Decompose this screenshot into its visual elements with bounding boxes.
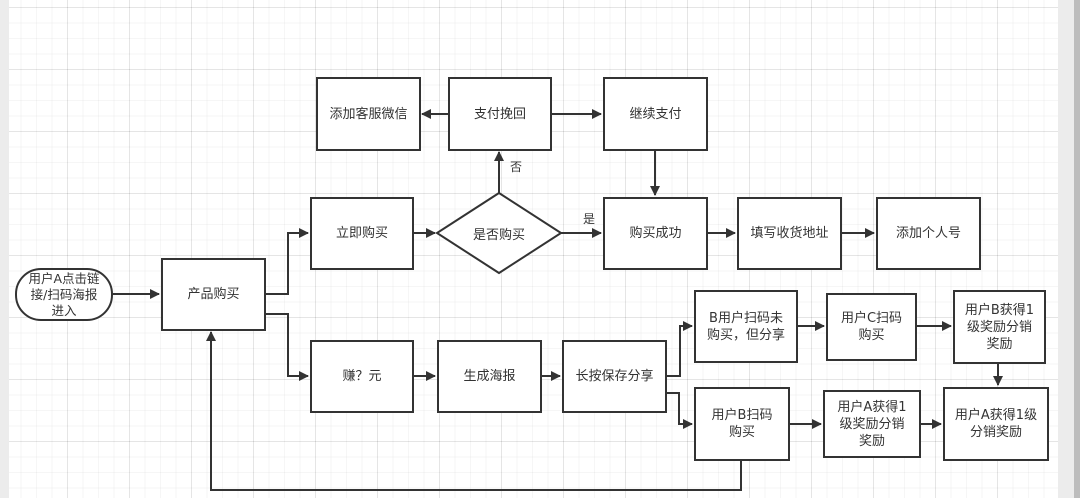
node-long-press-share[interactable]: 长按保存分享: [562, 340, 667, 413]
a-reward-line-2: 级奖励分销: [839, 416, 905, 432]
node-long-press-share-label: 长按保存分享: [575, 369, 654, 384]
node-generate-poster[interactable]: 生成海报: [437, 340, 542, 413]
node-purchase-success[interactable]: 购买成功: [603, 197, 708, 270]
node-add-personal-label: 添加个人号: [895, 226, 961, 241]
node-buy-now[interactable]: 立即购买: [310, 197, 414, 270]
a-reward-line-3: 奖励: [858, 433, 885, 449]
node-c-scan-buy[interactable]: 用户C扫码 购买: [826, 293, 917, 361]
node-a-gets-level1-reward[interactable]: 用户A获得1 级奖励分销 奖励: [823, 390, 921, 458]
edge-label-no: 否: [510, 160, 523, 174]
edge-product-to-earn: [265, 313, 309, 381]
node-buy-now-label: 立即购买: [335, 226, 388, 241]
node-fill-address[interactable]: 填写收货地址: [737, 197, 842, 270]
edge-share-to-bnobuy: [666, 321, 693, 377]
start-terminal[interactable]: 用户A点击链 接/扫码海报 进入: [15, 268, 113, 321]
node-purchase-success-label: 购买成功: [629, 226, 682, 241]
node-fill-address-label: 填写收货地址: [750, 226, 829, 241]
node-add-personal[interactable]: 添加个人号: [876, 197, 981, 270]
start-line-3: 进入: [51, 302, 77, 318]
edge-label-yes: 是: [583, 212, 596, 226]
decision-diamond[interactable]: [435, 191, 563, 275]
b-gets-line-2: 级奖励分销: [966, 319, 1032, 335]
node-product-purchase[interactable]: 产品购买: [161, 258, 266, 331]
b-gets-line-1: 用户B获得1: [964, 302, 1035, 318]
start-line-2: 接/扫码海报: [30, 286, 98, 302]
a-reward-line-1: 用户A获得1: [837, 399, 907, 415]
b-nobuy-line-1: B用户扫码未: [709, 310, 783, 326]
node-add-service-wechat-label: 添加客服微信: [329, 106, 408, 122]
a-dist-line-2: 分销奖励: [969, 425, 1022, 440]
c-buy-line-2: 购买: [858, 328, 885, 343]
node-generate-poster-label: 生成海报: [463, 369, 516, 384]
edge-loop-back-to-product: [206, 331, 742, 491]
b-buy-line-1: 用户B扫码: [711, 408, 773, 423]
decision-label: 是否购买: [472, 227, 525, 243]
c-buy-line-1: 用户C扫码: [840, 311, 903, 326]
a-dist-line-1: 用户A获得1级: [954, 408, 1038, 423]
node-b-scan-no-buy-share[interactable]: B用户扫码未 购买，但分享: [694, 290, 798, 363]
scrollbar-edge[interactable]: [1074, 0, 1080, 498]
node-product-purchase-label: 产品购买: [187, 287, 240, 302]
node-add-service-wechat[interactable]: 添加客服微信: [316, 77, 421, 151]
node-payment-recovery-label: 支付挽回: [473, 106, 526, 122]
start-line-1: 用户A点击链: [28, 270, 100, 286]
node-payment-recovery[interactable]: 支付挽回: [448, 77, 552, 151]
b-buy-line-2: 购买: [728, 425, 755, 440]
node-continue-payment-label: 继续支付: [629, 106, 682, 122]
node-continue-payment[interactable]: 继续支付: [603, 77, 708, 151]
edge-share-to-bbuy: [666, 392, 693, 429]
node-a-gets-level1-dist[interactable]: 用户A获得1级 分销奖励: [943, 387, 1049, 461]
node-earn-yuan-label: 赚？元: [342, 369, 382, 384]
node-b-gets-level1[interactable]: 用户B获得1 级奖励分销 奖励: [953, 290, 1046, 364]
node-earn-yuan[interactable]: 赚？元: [310, 340, 414, 413]
node-b-scan-buy[interactable]: 用户B扫码 购买: [694, 387, 790, 461]
b-nobuy-line-2: 购买，但分享: [706, 327, 785, 343]
b-gets-line-3: 奖励: [986, 336, 1013, 352]
edge-product-to-buynow: [265, 228, 309, 295]
